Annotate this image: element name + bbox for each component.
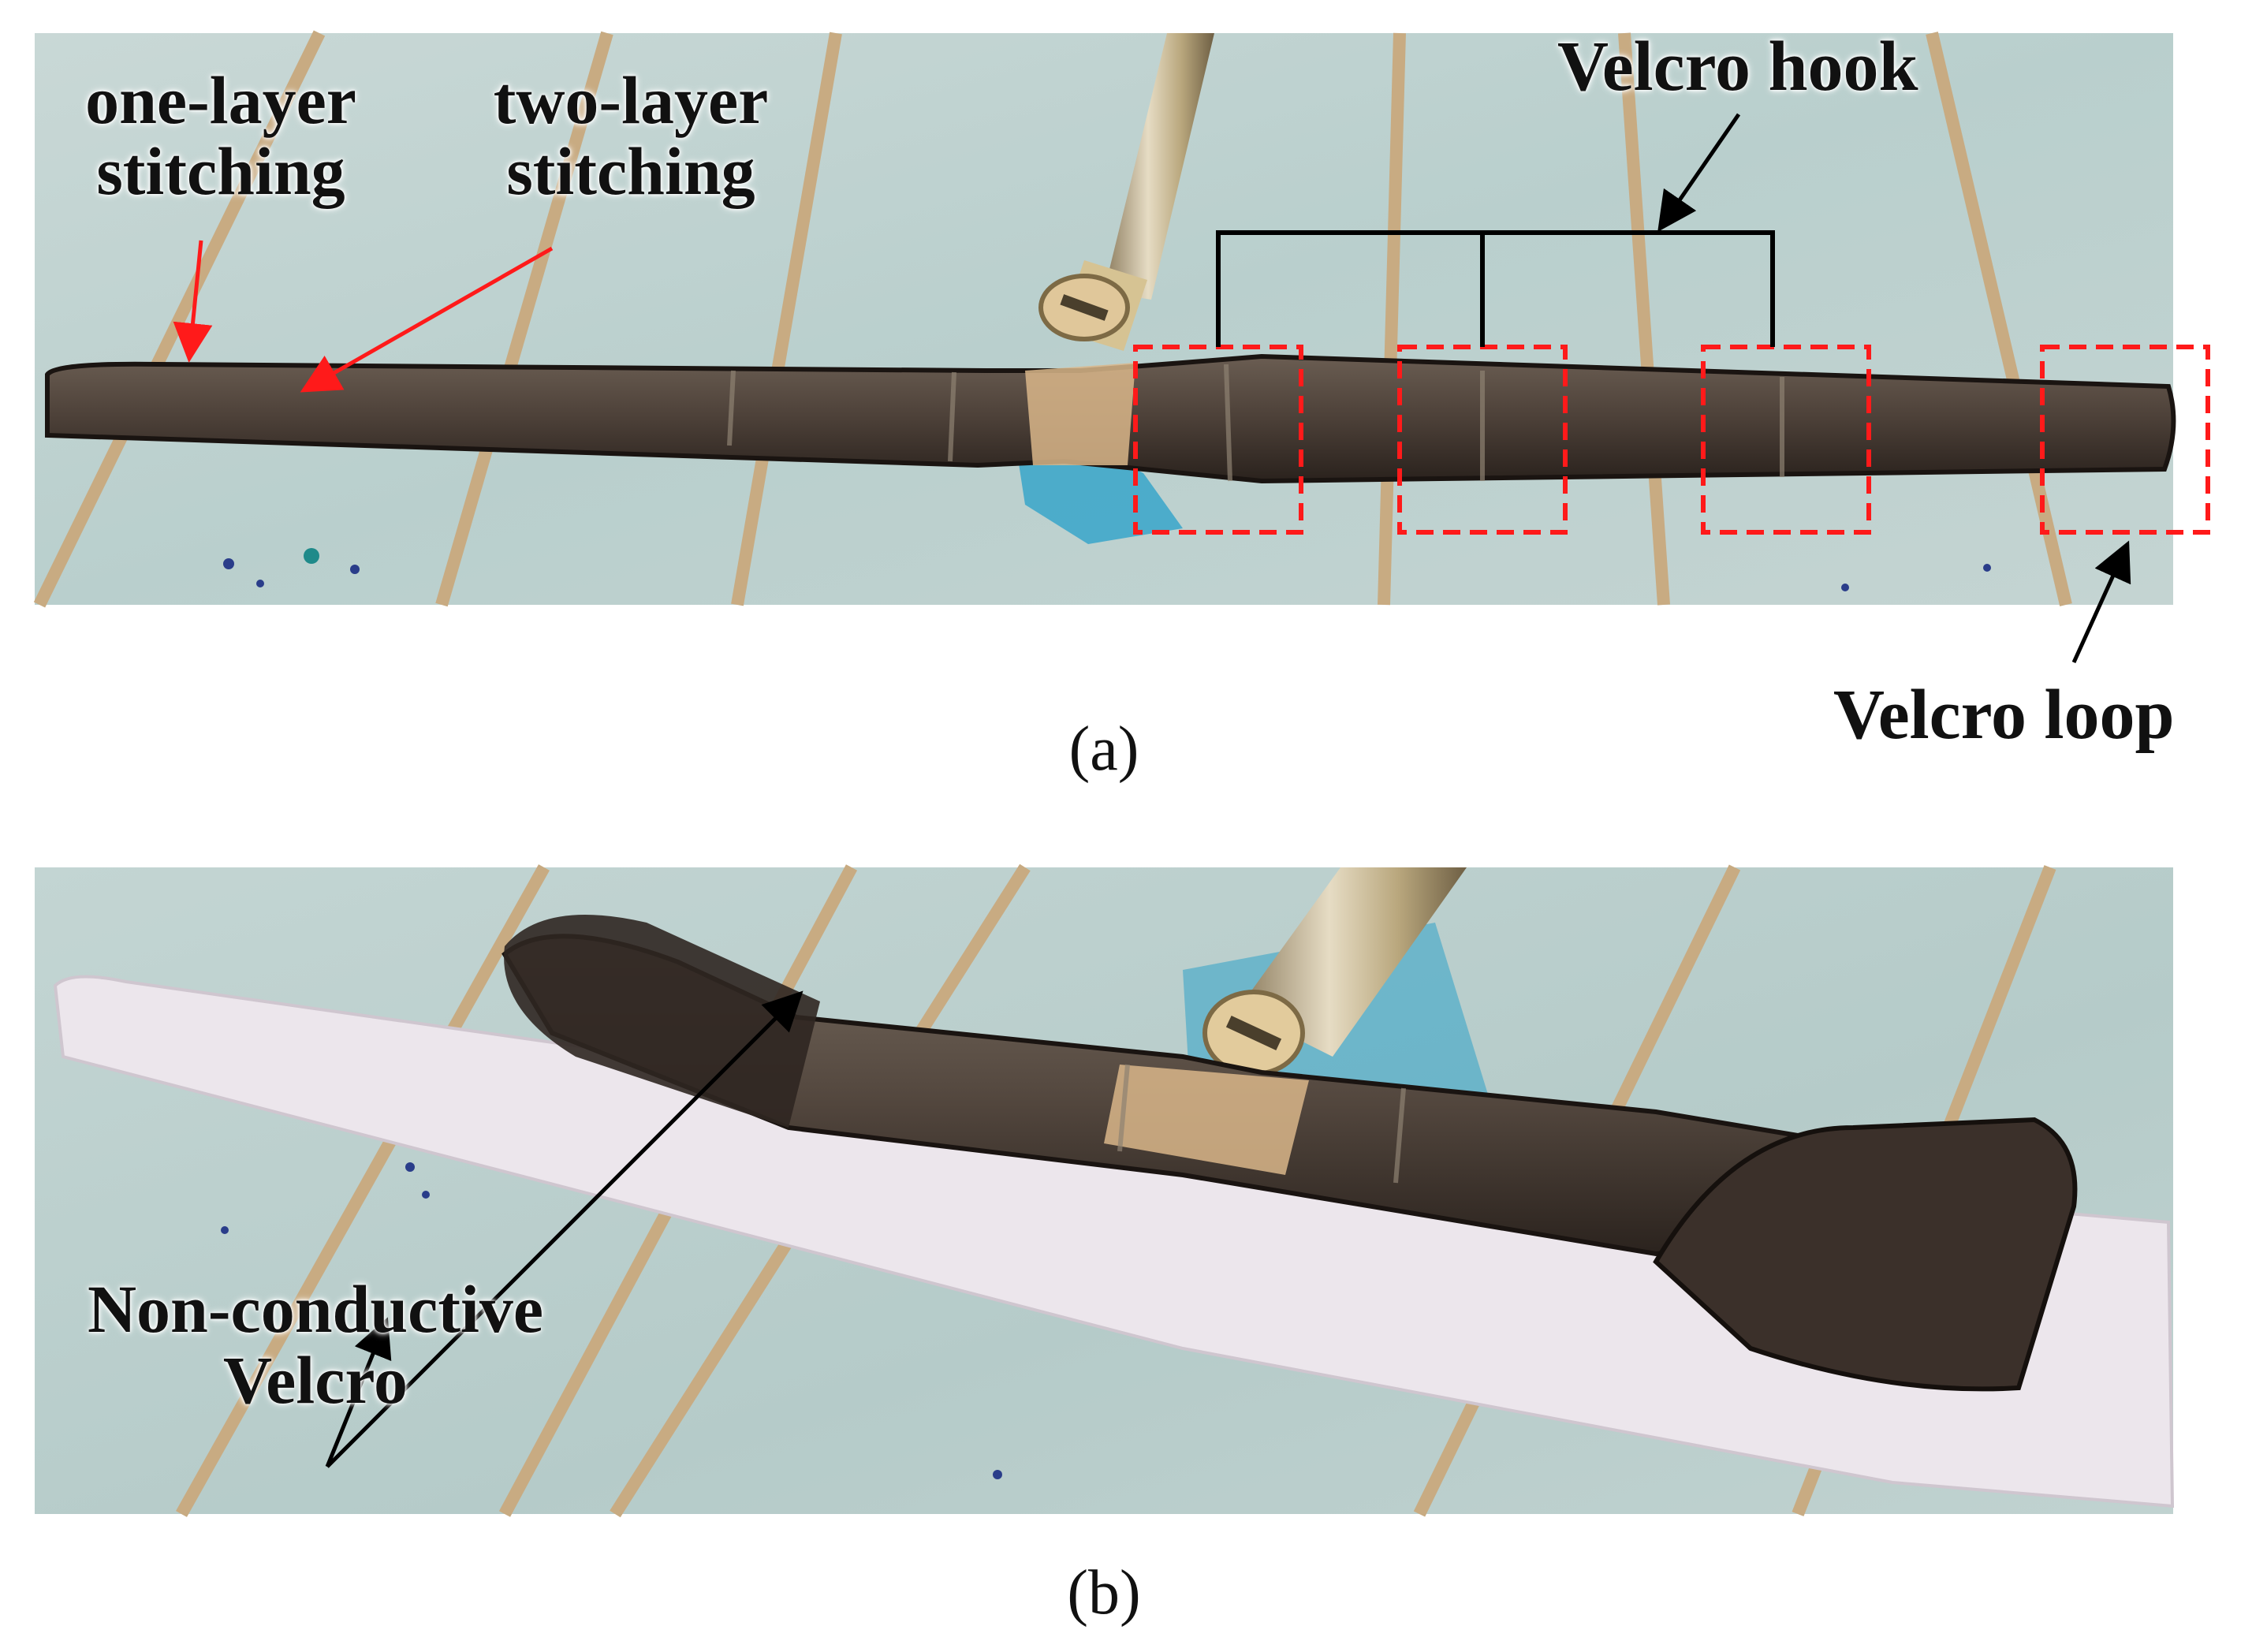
label-one-layer-line1: one-layer: [85, 62, 356, 138]
feed-tab: [1025, 363, 1135, 465]
arrow-nc-velcro-2: [326, 990, 804, 1468]
white-velcro-strip: [53, 975, 2175, 1508]
stitch-lines: [727, 364, 1784, 482]
label-two-layer-line1: two-layer: [493, 62, 769, 138]
velcro-box-4: [2040, 345, 2210, 535]
arrow-two-layer: [300, 246, 554, 393]
label-velcro-hook: Velcro hook: [1557, 28, 1918, 106]
label-velcro-loop: Velcro loop: [1833, 676, 2175, 754]
velcro-box-3: [1701, 345, 1871, 535]
label-one-layer-stitching: one-layer stitching: [85, 65, 356, 207]
sma-connector: [1038, 33, 1214, 351]
folded-end-left: [504, 915, 820, 1128]
label-two-layer-stitching: two-layer stitching: [494, 65, 769, 207]
caption-b: (b): [1067, 1558, 1141, 1628]
arrow-one-layer: [173, 240, 213, 363]
label-non-conductive-velcro: Non-conductive Velcro: [88, 1273, 543, 1416]
caption-a: (a): [1068, 714, 1139, 784]
ink-marks: [223, 548, 1991, 591]
panel-b: Non-conductive Velcro (b): [0, 796, 2267, 1652]
panel-a: one-layer stitching two-layer stitching …: [0, 0, 2267, 796]
folded-end-right: [1653, 1117, 2078, 1392]
arrow-velcro-hook: [1657, 113, 1741, 233]
label-non-conductive-line1: Non-conductive: [87, 1271, 544, 1347]
feed-tab-b: [1104, 1065, 1309, 1175]
velcro-hook-bracket: [1216, 230, 1775, 347]
blue-patch: [1017, 442, 1183, 544]
sma-connector-b: [1202, 867, 1467, 1076]
label-two-layer-line2: stitching: [506, 133, 755, 210]
panel-b-photo: [35, 863, 2175, 1518]
label-one-layer-line2: stitching: [96, 133, 345, 210]
label-non-conductive-line2: Velcro: [222, 1342, 408, 1419]
stitch-lines-b: [1117, 1064, 1406, 1184]
arrow-velcro-loop: [2071, 540, 2131, 664]
panel-a-photo: [33, 30, 2210, 664]
arrow-nc-velcro-1: [325, 1317, 392, 1467]
